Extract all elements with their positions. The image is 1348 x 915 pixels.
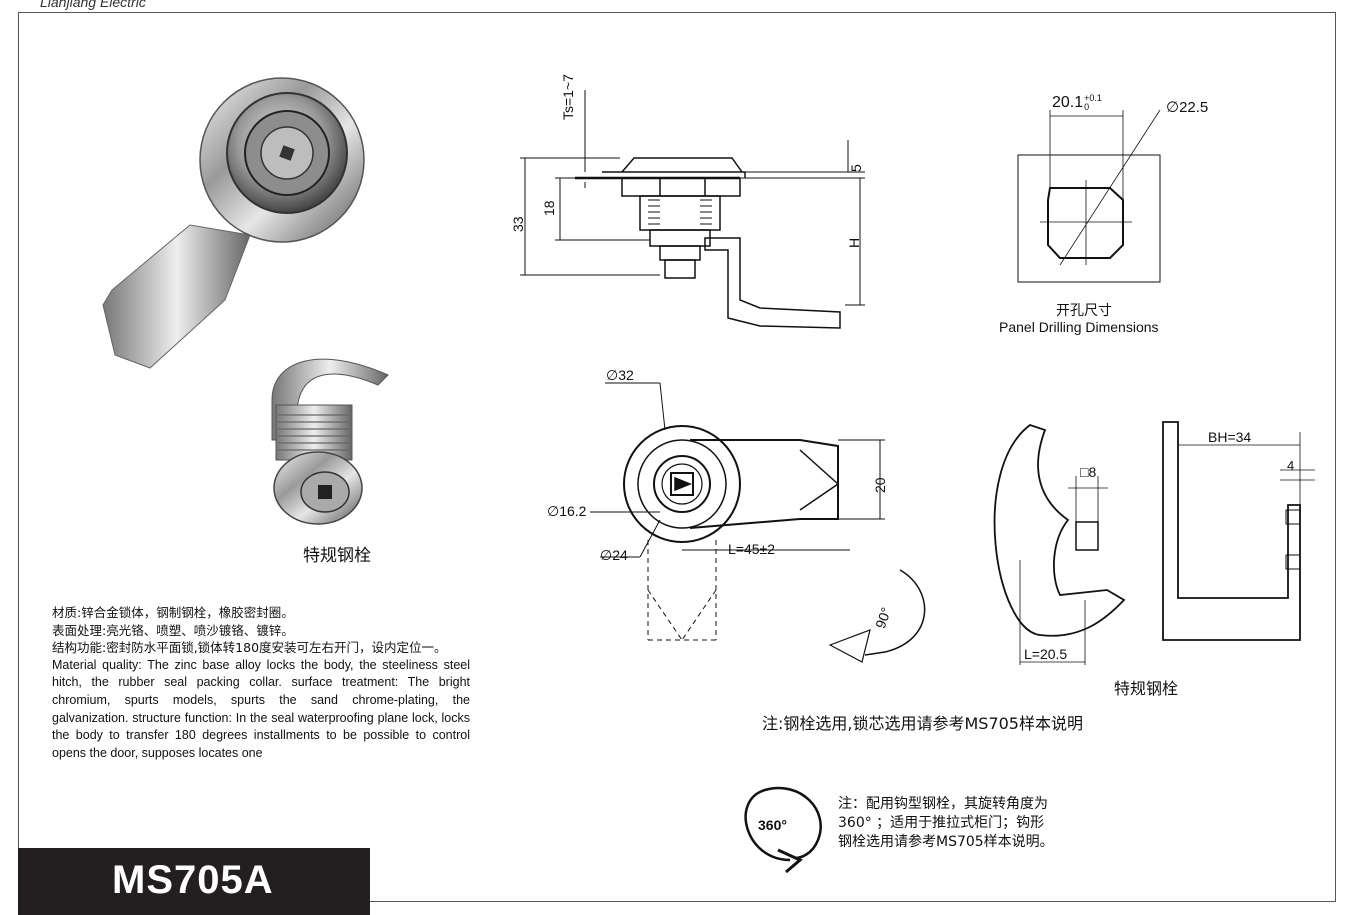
spec-cn-1: 材质:锌合金锁体，钢制钢栓，橡胶密封圈。 (52, 605, 294, 620)
model-banner (18, 848, 370, 915)
icon-360-text: 360° (758, 817, 787, 833)
spec-cn-3: 结构功能:密封防水平面锁,锁体转180度安装可左右开门，设内定位一。 (52, 640, 447, 656)
spec-en: Material quality: The zinc base alloy lo… (52, 657, 470, 760)
photo-caption: 特规钢栓 (303, 546, 371, 566)
dim-24-label: ∅24 (600, 547, 628, 563)
dim-18-label: 18 (541, 200, 557, 216)
panel-drilling-drawing (1017, 109, 1161, 283)
hook-length-label: L=20.5 (1024, 646, 1068, 662)
panel-title-cn: 开孔尺寸 (1056, 303, 1112, 319)
bh-label: BH=34 (1208, 429, 1252, 445)
rotation-360-icon (744, 786, 822, 874)
model-name: MS705A (112, 858, 274, 902)
hook-caption: 特规钢栓 (1114, 679, 1179, 698)
dim-33-label: 33 (510, 216, 526, 232)
hook-drawing (993, 421, 1315, 665)
brand-name: Lianjiang Electric (40, 0, 146, 10)
dim-32-label: ∅32 (606, 367, 634, 383)
dim-4-label: 4 (1287, 458, 1295, 473)
panel-diameter-label: ∅22.5 (1166, 99, 1209, 116)
square-8-label: □8 (1080, 464, 1097, 480)
dim-h-label: H (846, 237, 862, 248)
note-line-1: 注:钢栓选用,锁芯选用请参考MS705样本说明 (762, 714, 1083, 733)
length-label: L=45±2 (728, 541, 776, 557)
side-view-drawing (520, 90, 865, 329)
lock-photo-main (102, 77, 365, 369)
spec-text: 材质:锌合金锁体，钢制钢栓，橡胶密封圈。 表面处理:亮光铬、喷塑、喷沙镀铬、镀锌… (52, 604, 470, 762)
ts-label: Ts=1~7 (560, 74, 576, 120)
dim-16-label: ∅16.2 (547, 503, 587, 519)
dim-20-label: 20 (872, 477, 888, 493)
lock-photo-hook (271, 358, 389, 525)
panel-title-en: Panel Drilling Dimensions (999, 319, 1159, 335)
front-view-drawing (590, 382, 926, 663)
dim-5-label: 5 (848, 164, 864, 172)
page-frame (18, 12, 1336, 902)
note-line-2: 注：配用钩型钢栓，其旋转角度为 360° ；适用于推拉式柜门；钩形 钢栓选用请参… (838, 796, 1054, 850)
spec-cn-2: 表面处理:亮光铬、喷塑、喷沙镀铬、镀锌。 (52, 622, 294, 638)
